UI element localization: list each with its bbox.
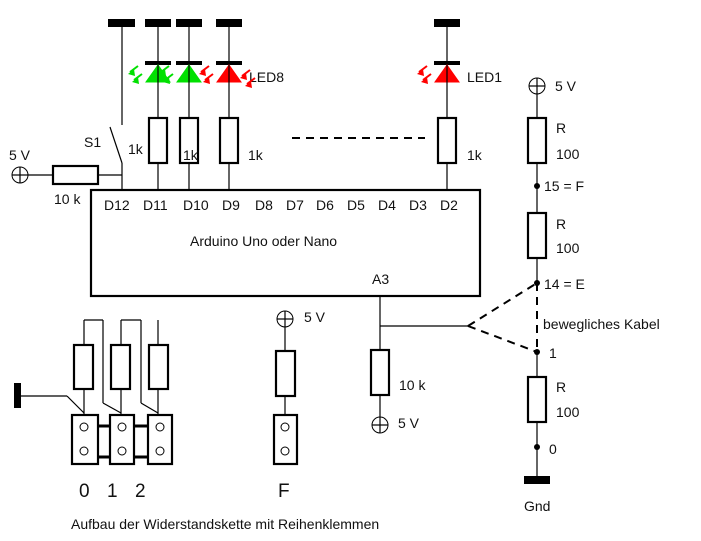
- left-pullup-value: 10 k: [54, 191, 81, 207]
- a3-supply-label: 5 V: [398, 415, 420, 431]
- pin-label-d5: D5: [347, 197, 365, 213]
- led-column-d9: 1k LED8: [199, 19, 284, 190]
- led-resistor-d11: [147, 116, 169, 165]
- switch-s1[interactable]: [109, 126, 123, 190]
- cable-label: bewegliches Kabel: [543, 316, 660, 332]
- terminal-label-2: 2: [135, 481, 146, 502]
- terminal-label-0: 0: [79, 481, 90, 502]
- ladder-resistor-3-value: 100: [556, 404, 580, 420]
- led-resistor-d2: [436, 116, 458, 165]
- ladder-resistor-3: [526, 375, 548, 424]
- led-column-d11: 1k: [128, 19, 171, 190]
- pin-label-d4: D4: [378, 197, 396, 213]
- ladder-resistor-2: [526, 211, 548, 260]
- pin-label-d11: D11: [143, 197, 168, 213]
- pin-label-d8: D8: [255, 197, 273, 213]
- a3-pulldown-value: 10 k: [399, 377, 426, 393]
- pin-label-d6: D6: [316, 197, 334, 213]
- led-column-d10: 1k: [159, 19, 202, 190]
- led-column-d2: 1k LED1: [417, 19, 502, 190]
- tap-label-1: 1: [549, 345, 557, 361]
- led-resistor-value: 1k: [248, 147, 264, 163]
- a3-supply-symbol: [371, 416, 389, 434]
- arduino-board: [89, 188, 482, 298]
- switch-label: S1: [84, 134, 101, 150]
- arduino-label: Arduino Uno oder Nano: [190, 233, 337, 249]
- left-supply-label: 5 V: [9, 147, 31, 163]
- terminal-f-supply-symbol: [276, 310, 294, 328]
- pin-label-d10: D10: [183, 197, 209, 213]
- ladder-resistor-1-value: 100: [556, 146, 580, 162]
- led-resistor-value: 1k: [467, 147, 483, 163]
- analog-pin-label: A3: [372, 271, 389, 287]
- light-emission-icon: [128, 65, 143, 84]
- ground-label: Gnd: [524, 498, 550, 514]
- pin-label-d9: D9: [222, 197, 240, 213]
- ground-bar: [524, 476, 550, 484]
- led-resistor-d9: [218, 116, 240, 165]
- led-label-led1: LED1: [467, 69, 502, 85]
- ladder-resistor-2-name: R: [556, 216, 566, 232]
- light-emission-icon: [159, 65, 174, 84]
- terminal-f-label: F: [278, 481, 290, 502]
- switch-top-bar: [108, 19, 135, 125]
- ladder-resistor-3-name: R: [556, 379, 566, 395]
- terminal-label-1: 1: [107, 481, 118, 502]
- left-supply-symbol: [11, 166, 29, 184]
- pin-label-d3: D3: [409, 197, 427, 213]
- pin-label-d2: D2: [440, 197, 458, 213]
- movable-cable[interactable]: [467, 282, 538, 353]
- pin-label-d7: D7: [286, 197, 304, 213]
- terminal-block: [14, 319, 174, 466]
- light-emission-icon: [240, 69, 256, 88]
- led-label-led8: LED8: [249, 69, 284, 85]
- tap-label-f: 15 = F: [544, 178, 584, 194]
- tap-label-e: 14 = E: [544, 276, 585, 292]
- ladder-resistor-2-value: 100: [556, 240, 580, 256]
- light-emission-icon: [199, 65, 214, 84]
- pin-label-d12: D12: [104, 197, 130, 213]
- diagram-caption: Aufbau der Widerstandskette mit Reihenkl…: [71, 516, 379, 532]
- terminal-f-resistor: [274, 349, 297, 398]
- terminal-f: [272, 413, 299, 466]
- a3-pulldown-resistor: [369, 348, 391, 397]
- ladder-supply-symbol: [528, 77, 546, 95]
- tap-label-0: 0: [549, 441, 557, 457]
- terminal-f-supply-label: 5 V: [304, 309, 326, 325]
- led-resistor-value: 1k: [183, 147, 199, 163]
- light-emission-icon: [417, 65, 432, 84]
- ladder-resistor-1-name: R: [556, 120, 566, 136]
- ladder-resistor-1: [526, 116, 548, 165]
- left-pullup-resistor: [51, 164, 100, 186]
- ladder-supply-label: 5 V: [555, 78, 577, 94]
- led-resistor-value: 1k: [128, 141, 144, 157]
